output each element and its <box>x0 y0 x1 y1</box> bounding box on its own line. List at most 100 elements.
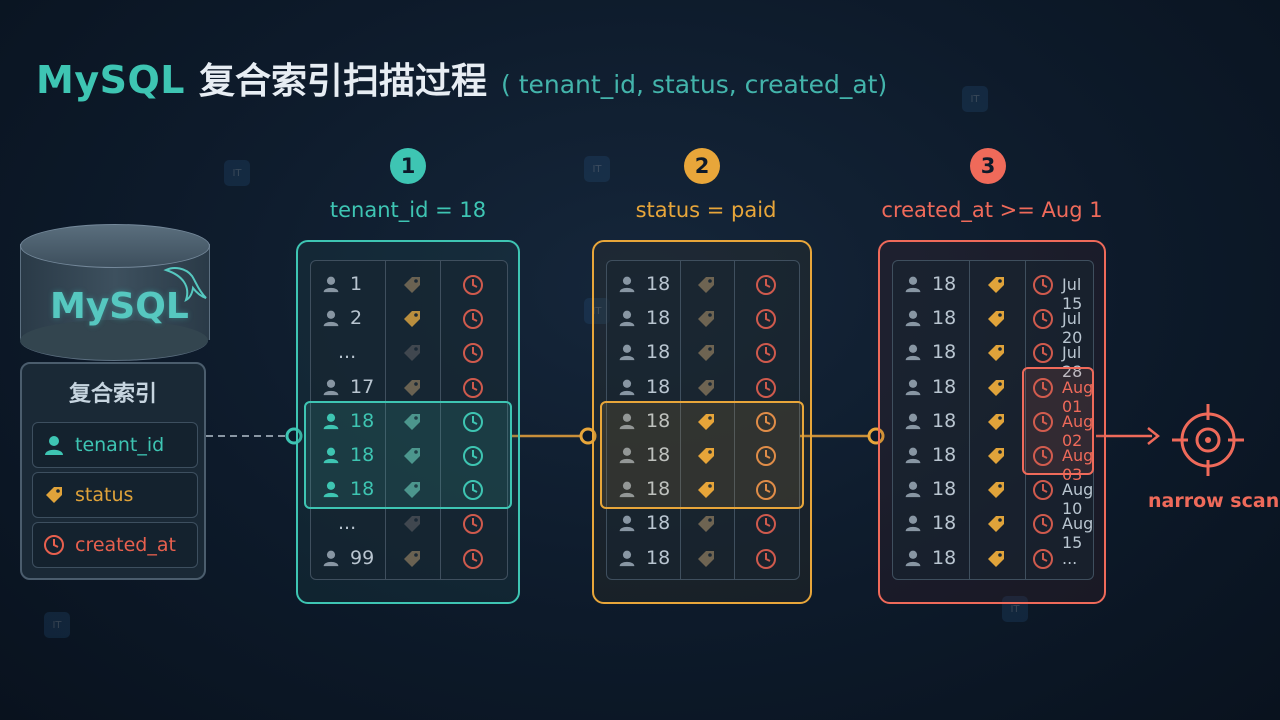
user-icon <box>323 413 339 429</box>
status-tag-cell <box>985 513 1007 539</box>
grid-column-divider <box>969 261 970 579</box>
index-row: ... <box>310 336 506 370</box>
tag-icon <box>698 379 714 396</box>
created-at-date: Jul 15 <box>1062 275 1083 313</box>
created-at-clock-cell <box>755 479 777 505</box>
clock-icon <box>1033 514 1053 535</box>
created-at-clock-cell <box>1032 411 1054 437</box>
user-icon <box>323 276 339 293</box>
created-at-clock-cell <box>462 479 484 505</box>
created-at-clock-cell <box>462 377 484 403</box>
user-icon <box>905 516 921 532</box>
tag-icon <box>403 448 420 464</box>
created-at-date: Aug 02 <box>1062 411 1094 450</box>
user-icon <box>323 447 339 464</box>
index-row: 18 <box>310 405 506 439</box>
created-at-clock-cell <box>1032 513 1054 539</box>
created-at-clock-cell <box>755 377 777 403</box>
index-column-tenant-id: tenant_id <box>32 422 198 468</box>
index-column-label: created_at <box>75 534 176 556</box>
created-at-clock-cell <box>755 274 777 300</box>
grid-column-divider <box>734 261 735 579</box>
user-icon-cell <box>618 412 636 434</box>
tag-icon <box>988 379 1004 396</box>
tag-icon <box>698 413 714 430</box>
index-column-label: status <box>75 484 134 506</box>
index-row: 18 <box>606 336 798 370</box>
tag-icon <box>698 482 714 499</box>
matched-rows-highlight <box>1022 366 1094 476</box>
step-number-2: 2 <box>684 148 720 184</box>
status-tag-cell <box>985 274 1007 300</box>
tag-icon <box>698 311 714 328</box>
status-tag-cell <box>985 548 1007 574</box>
created-at-clock-cell <box>462 548 484 574</box>
page-title: MySQL 复合索引扫描过程 ( tenant_id, status, crea… <box>36 52 887 112</box>
created-at-clock-cell <box>755 411 777 437</box>
step-number-1: 1 <box>390 148 426 184</box>
user-icon <box>619 447 635 464</box>
tag-icon <box>988 413 1004 430</box>
user-icon-cell <box>322 275 340 297</box>
watermark-logo: IT <box>1002 596 1036 622</box>
index-row: 99 <box>310 542 506 576</box>
status-tag-cell <box>401 445 423 471</box>
index-row: 18 <box>606 405 798 439</box>
status-tag-cell <box>985 377 1007 403</box>
tenant-id-value: 2 <box>350 307 363 330</box>
created-at-date: Aug 10 <box>1062 480 1094 519</box>
clock-icon <box>755 275 776 295</box>
user-icon <box>905 276 921 293</box>
crosshair-icon <box>1172 404 1244 476</box>
clock-icon <box>462 343 483 364</box>
clock-icon <box>755 514 776 535</box>
clock-icon <box>755 446 776 466</box>
created-at-clock-cell <box>755 548 777 574</box>
created-at-date: ... <box>1062 548 1078 568</box>
user-icon <box>905 447 921 464</box>
clock-icon <box>462 275 483 295</box>
matched-rows-highlight <box>600 400 804 510</box>
clock-icon <box>1033 548 1053 569</box>
tenant-id-value: 1 <box>350 273 363 295</box>
status-tag-cell <box>985 411 1007 437</box>
index-row: 18 <box>606 542 798 576</box>
mysql-database: MySQL <box>20 224 210 361</box>
index-row: 2 <box>310 302 506 336</box>
created-at-clock-cell <box>462 445 484 471</box>
tenant-id-value: 18 <box>932 273 957 295</box>
clock-icon <box>462 377 483 398</box>
clock-icon <box>44 535 64 555</box>
status-tag-cell <box>985 342 1007 368</box>
status-tag-cell <box>695 445 717 471</box>
tenant-id-value: 18 <box>646 512 671 535</box>
tenant-id-value: 18 <box>932 512 957 535</box>
user-icon-cell <box>618 480 636 502</box>
user-icon-cell <box>618 514 636 536</box>
tag-icon <box>988 311 1004 328</box>
user-icon-cell <box>322 549 340 571</box>
tenant-id-value: 17 <box>350 375 375 398</box>
created-at-date: Aug 15 <box>1062 514 1094 553</box>
step-condition-label: created_at >= Aug 1 <box>881 198 1103 222</box>
user-icon <box>619 379 635 395</box>
title-subtitle: ( tenant_id, status, created_at) <box>501 70 888 99</box>
status-tag-cell <box>695 411 717 437</box>
index-row: 1 <box>310 268 506 302</box>
index-panel-title: 复合索引 <box>68 382 157 407</box>
index-row: 18 <box>606 268 798 302</box>
user-icon <box>45 436 63 455</box>
index-row: 18 <box>606 302 798 336</box>
status-tag-cell <box>401 479 423 505</box>
step-condition-label: status = paid <box>635 198 777 222</box>
matched-rows-highlight <box>304 400 512 510</box>
index-row: 18... <box>892 542 1092 576</box>
status-tag-cell <box>695 479 717 505</box>
user-icon <box>323 481 339 498</box>
index-row: 18 Jul 15 <box>892 268 1092 313</box>
tenant-id-value: 18 <box>932 307 957 330</box>
user-icon-cell <box>322 480 340 502</box>
user-icon <box>619 550 635 566</box>
